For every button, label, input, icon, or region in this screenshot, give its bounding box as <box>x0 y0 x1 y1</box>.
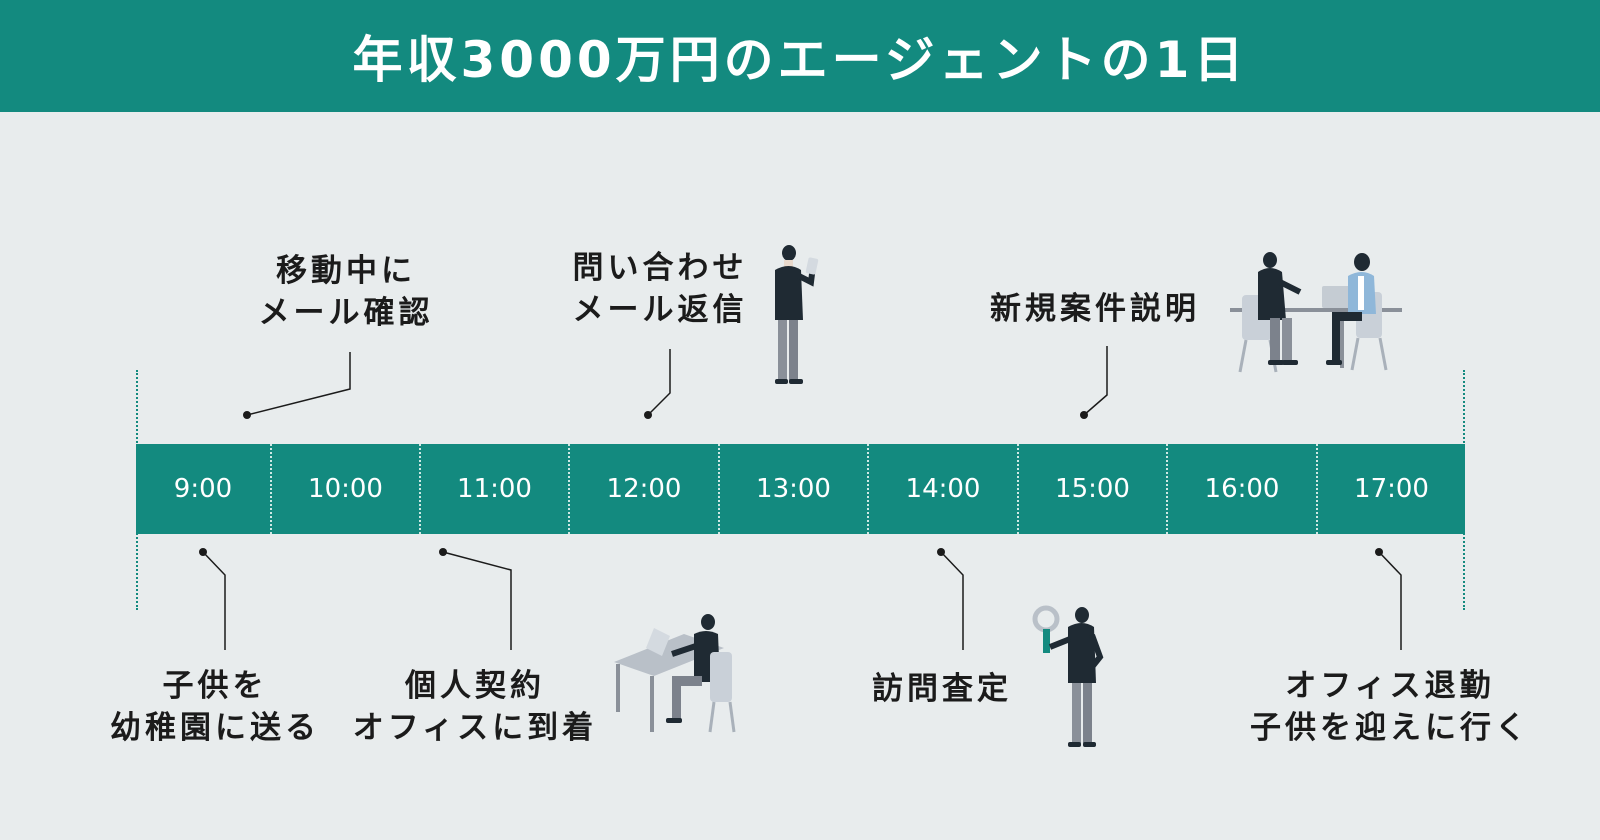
event-label-line: 幼稚園に送る <box>110 710 320 746</box>
leader-dot <box>439 548 447 556</box>
leader-line-mail-check <box>246 352 351 416</box>
timeline-bar: 9:00 10:00 11:00 12:00 13:00 14:00 15:00… <box>136 444 1465 534</box>
event-label-appraisal: 訪問査定 <box>862 668 1022 710</box>
leader-dot <box>937 548 945 556</box>
leader-line-new-project <box>1083 346 1108 416</box>
time-slot: 14:00 <box>867 444 1017 534</box>
leader-dot <box>1080 411 1088 419</box>
time-slot: 13:00 <box>718 444 867 534</box>
event-label-line: オフィスに到着 <box>352 710 598 746</box>
event-label-line: 移動中に <box>276 253 416 289</box>
event-label-line: オフィス退勤 <box>1285 668 1495 704</box>
leader-line-leave-office <box>1378 551 1402 650</box>
meeting-at-table-icon <box>1230 252 1402 373</box>
page-title: 年収3000万円のエージェントの1日 <box>352 31 1248 89</box>
person-reading-phone-icon <box>775 245 819 384</box>
time-slot: 11:00 <box>419 444 568 534</box>
leader-dot <box>644 411 652 419</box>
time-slot: 10:00 <box>270 444 419 534</box>
event-label-leave-office: オフィス退勤 子供を迎えに行く <box>1240 665 1540 749</box>
leader-line-mail-reply <box>647 349 671 416</box>
event-label-mail-reply: 問い合わせ メール返信 <box>550 247 770 331</box>
event-label-kindergarten: 子供を 幼稚園に送る <box>90 665 340 749</box>
event-label-office-arrival: 個人契約 オフィスに到着 <box>350 665 600 749</box>
leader-line-kindergarten <box>202 551 226 650</box>
event-label-line: 新規案件説明 <box>990 291 1200 327</box>
event-label-line: 訪問査定 <box>872 671 1012 707</box>
time-slot: 12:00 <box>568 444 718 534</box>
title-banner: 年収3000万円のエージェントの1日 <box>0 0 1600 112</box>
time-slot: 9:00 <box>173 474 233 504</box>
person-at-laptop-desk-icon <box>614 614 736 733</box>
person-with-magnifier-icon <box>1032 605 1104 747</box>
leader-dot <box>1375 548 1383 556</box>
event-label-line: 問い合わせ <box>572 250 748 286</box>
event-label-line: 個人契約 <box>405 668 545 704</box>
time-slot: 16:00 <box>1166 444 1316 534</box>
time-slot: 17:00 <box>1316 444 1465 534</box>
leader-dot <box>199 548 207 556</box>
event-label-mail-check: 移動中に メール確認 <box>236 250 456 334</box>
event-label-line: 子供を <box>162 668 268 704</box>
event-label-line: メール返信 <box>572 292 748 328</box>
event-label-new-project: 新規案件説明 <box>970 288 1220 330</box>
leader-dot <box>243 411 251 419</box>
event-label-line: メール確認 <box>258 295 434 331</box>
leader-line-appraisal <box>940 551 964 650</box>
event-label-line: 子供を迎えに行く <box>1250 710 1530 746</box>
leader-line-office-arrival <box>442 551 512 650</box>
time-slot: 15:00 <box>1017 444 1166 534</box>
